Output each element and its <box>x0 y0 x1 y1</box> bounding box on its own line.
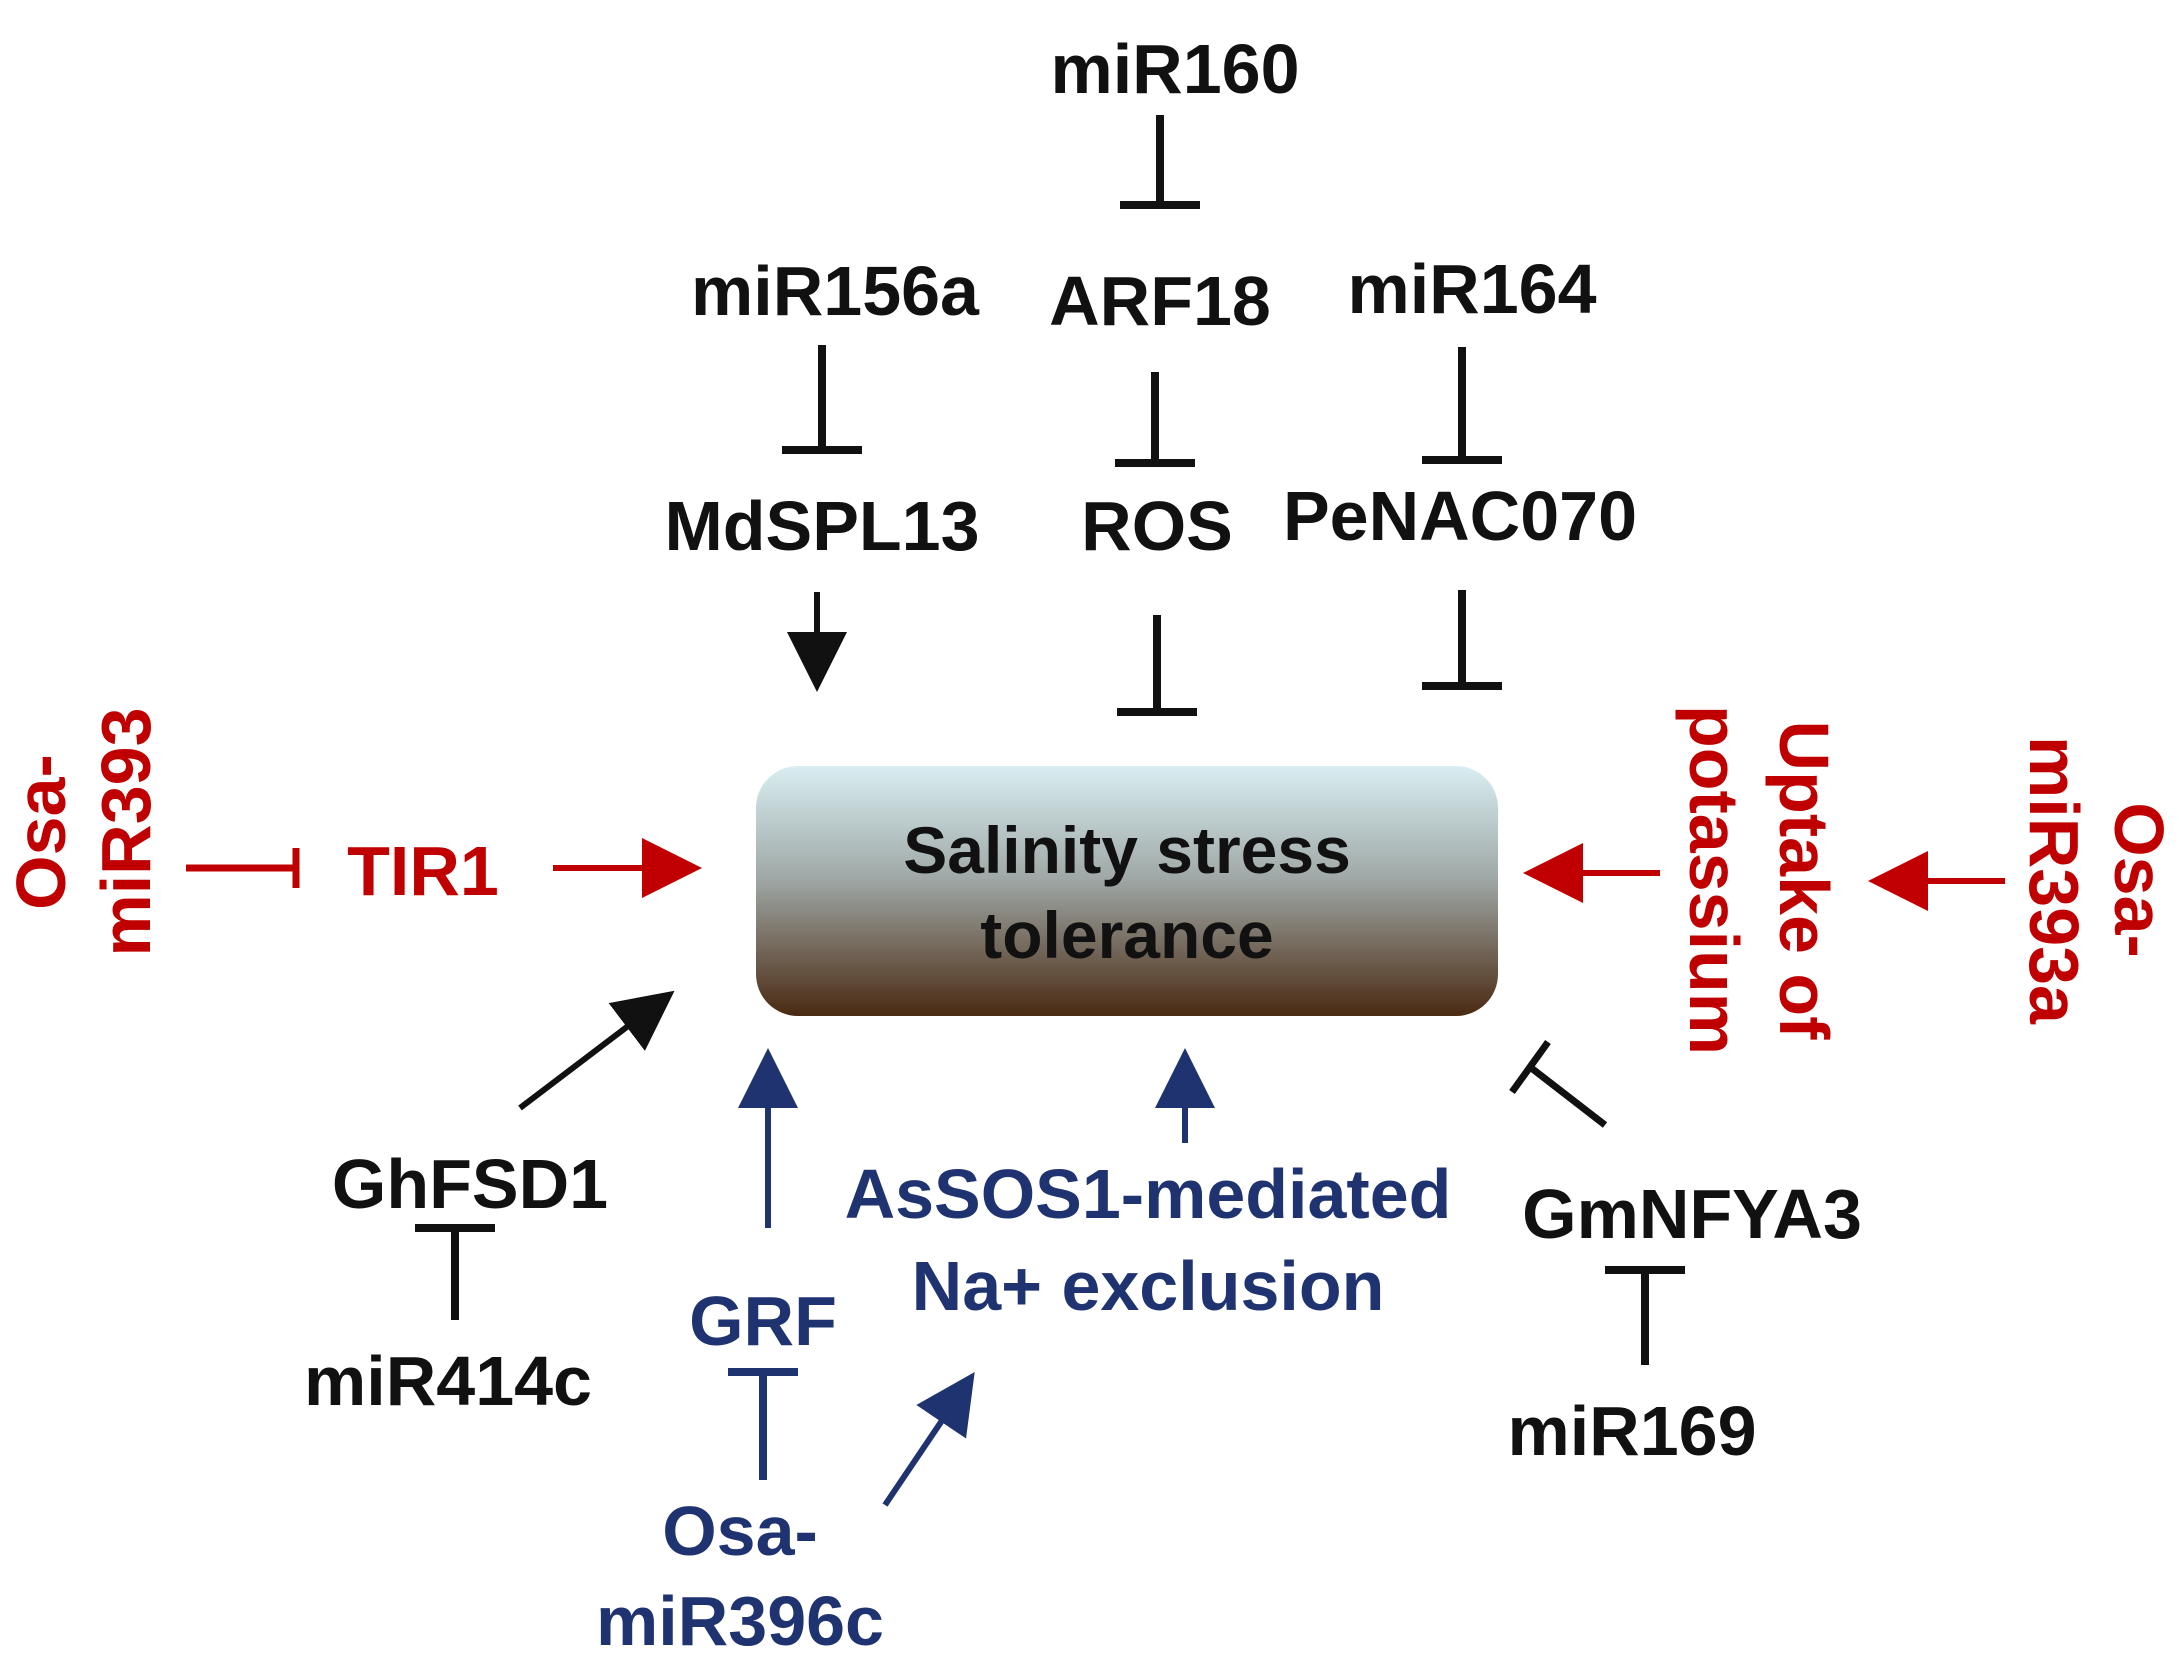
label-osa-mir396c-line1: Osa- <box>662 1492 818 1570</box>
inhibit-mir414c-ghfsd1 <box>415 1224 495 1320</box>
label-osa-mir393-line2: miR393 <box>87 707 165 956</box>
label-ghfsd1: GhFSD1 <box>332 1145 608 1223</box>
label-mdspl13: MdSPL13 <box>664 487 979 565</box>
label-osa-mir393a-line2: miR393a <box>2015 736 2093 1025</box>
label-mir414c: miR414c <box>304 1342 592 1420</box>
inhibit-mir169-gmnfya3 <box>1605 1266 1685 1365</box>
center-title-line2: tolerance <box>980 898 1273 972</box>
inhibit-ros-to-box <box>1117 615 1197 716</box>
label-osa-mir396c-line2: miR396c <box>596 1582 884 1660</box>
inhibit-penac070-to-box <box>1422 590 1502 690</box>
inhibit-mir156a-mdspl13 <box>782 345 862 454</box>
label-arf18: ARF18 <box>1049 262 1271 340</box>
arrow-ghfsd1-to-box <box>518 990 675 1111</box>
salinity-tolerance-box <box>756 766 1498 1016</box>
inhibit-arf18-ros <box>1115 372 1195 467</box>
label-mir156a: miR156a <box>691 252 980 330</box>
inhibit-osa-mir396c-grf <box>728 1368 798 1480</box>
label-tir1: TIR1 <box>347 832 499 910</box>
inhibit-gmnfya3-to-box <box>1509 1039 1608 1128</box>
inhibit-mir160-arf18 <box>1120 115 1200 209</box>
label-ros: ROS <box>1081 487 1233 565</box>
inhibit-osa-mir393-tir1 <box>186 848 300 888</box>
label-assos1-line1: AsSOS1-mediated <box>845 1155 1452 1233</box>
label-mir169: miR169 <box>1507 1392 1756 1470</box>
arrow-osa-mir396c-to-assos1 <box>882 1372 975 1507</box>
label-uptake-line2: potassium <box>1675 705 1753 1055</box>
center-title-line1: Salinity stress <box>903 813 1351 887</box>
label-assos1-line2: Na+ exclusion <box>912 1247 1385 1325</box>
label-grf: GRF <box>689 1282 837 1360</box>
label-mir164: miR164 <box>1347 250 1596 328</box>
label-osa-mir393-line1: Osa- <box>2 754 80 910</box>
label-gmnfya3: GmNFYA3 <box>1522 1175 1862 1253</box>
label-mir160: miR160 <box>1050 30 1299 108</box>
label-penac070: PeNAC070 <box>1283 477 1637 555</box>
inhibit-mir164-penac070 <box>1422 347 1502 464</box>
label-uptake-line1: Uptake of <box>1765 721 1843 1041</box>
label-osa-mir393a-line1: Osa- <box>2100 802 2178 958</box>
